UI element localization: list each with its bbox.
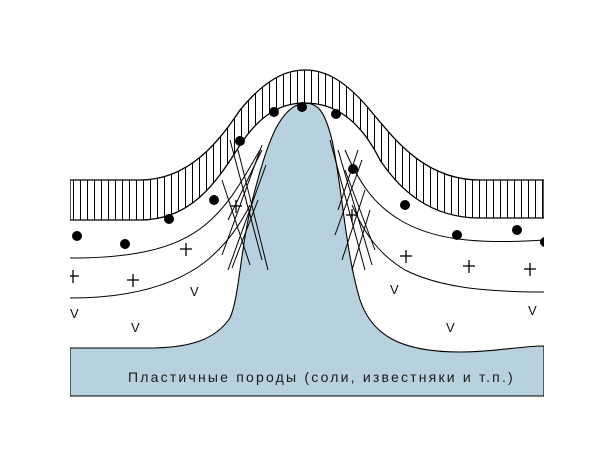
fault-lines-right [329, 139, 376, 271]
hatched-top-layer [70, 69, 544, 221]
plastic-rocks-caption: Пластичные породы (соли, известняки и т.… [128, 369, 515, 385]
v-markers: V V V V V V [70, 282, 537, 335]
layer-line-2 [70, 204, 251, 299]
plus-markers [70, 200, 536, 287]
layer-line-1-right [344, 149, 544, 243]
v-marker: V [528, 303, 537, 318]
plastic-rock-diapir [70, 102, 544, 397]
layer-line-2-right [351, 204, 544, 293]
dot-markers [72, 102, 544, 249]
fault-lines-left [221, 139, 269, 271]
v-marker: V [190, 284, 199, 299]
v-marker: V [446, 320, 455, 335]
v-marker: V [131, 320, 140, 335]
layer-line-1 [70, 149, 261, 259]
v-marker: V [70, 306, 79, 321]
v-marker: V [390, 282, 399, 297]
